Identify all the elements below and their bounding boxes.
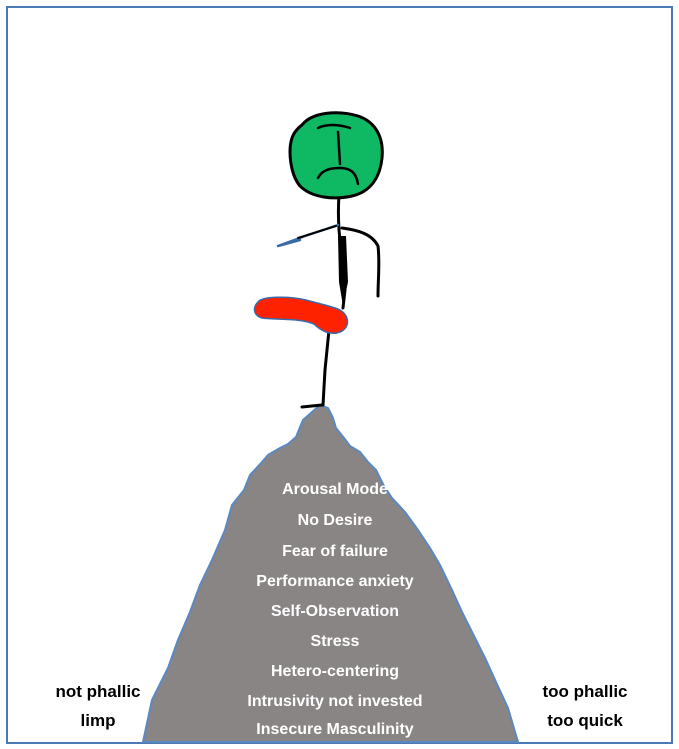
face-frown: [316, 166, 360, 186]
left-label-line1: not phallic: [55, 682, 141, 701]
red-phallic-shape: [253, 296, 349, 335]
right-label-line2: too quick: [547, 711, 623, 730]
figure-legs: [321, 328, 331, 407]
mountain-shape: [142, 404, 519, 743]
figure-torso-fill: [338, 236, 348, 306]
right-label-line1: too phallic: [542, 682, 628, 701]
left-label: not phallic limp: [8, 677, 188, 735]
right-label: too phallic too quick: [495, 677, 675, 735]
figure-feet: [300, 403, 324, 409]
face-brow: [316, 123, 352, 130]
figure-head: [288, 111, 384, 200]
figure-right-arm: [340, 226, 381, 298]
figure-left-arm-ink: [297, 225, 337, 239]
face-nose: [336, 130, 342, 166]
left-label-line2: limp: [80, 711, 116, 730]
